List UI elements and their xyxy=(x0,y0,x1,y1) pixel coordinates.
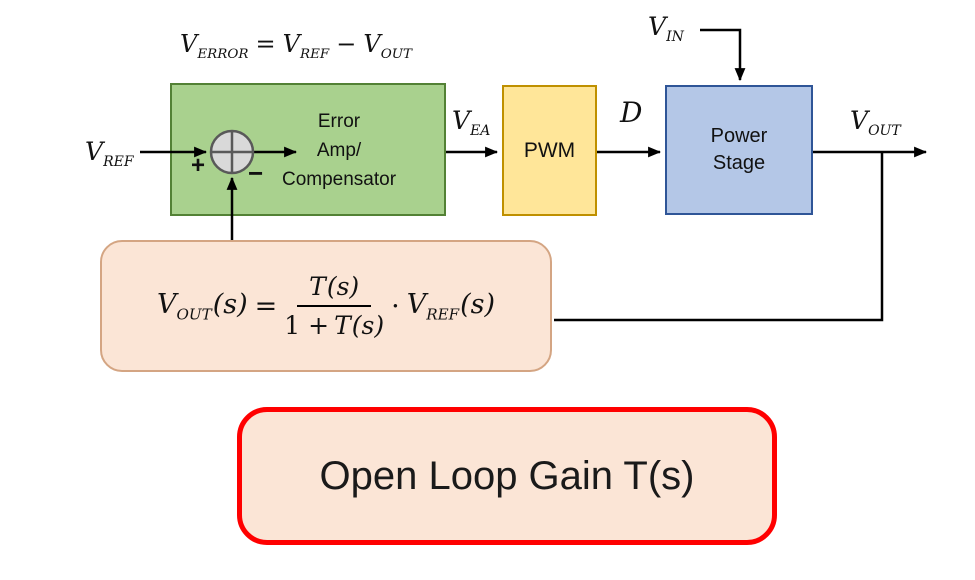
vea-sub: EA xyxy=(470,123,491,139)
vout-label: VOUT xyxy=(850,106,901,139)
rhs-arg: (s) xyxy=(460,288,496,320)
den-base: T xyxy=(334,311,351,340)
open-loop-gain-text: Open Loop Gain T(s) xyxy=(319,453,695,498)
formula-equals: = xyxy=(254,290,278,322)
lhs-arg: (s) xyxy=(212,288,248,320)
duty-label: D xyxy=(620,96,642,129)
rhs-base: V xyxy=(406,288,427,320)
num-base: T xyxy=(309,272,326,301)
error-amp-line1: Error xyxy=(317,111,361,132)
error-eq-s2: REF xyxy=(299,46,330,62)
error-amp-line2: Amp/ xyxy=(316,140,362,161)
pwm-label: PWM xyxy=(523,138,576,162)
vref-label: VREF xyxy=(85,137,134,170)
den-prefix: 1 + xyxy=(284,311,330,340)
fraction-numerator: T(s) xyxy=(297,272,372,307)
power-stage-line2: Stage xyxy=(712,152,766,174)
error-eq-minus: − xyxy=(336,30,357,58)
vin-wire xyxy=(700,28,746,82)
den-arg: (s) xyxy=(351,311,385,340)
power-stage-line1: Power xyxy=(710,125,768,147)
vout-sub: OUT xyxy=(868,123,901,139)
error-eq-v1: V xyxy=(180,30,198,58)
error-eq-v2: V xyxy=(282,30,300,58)
formula-dot: · xyxy=(391,290,400,322)
error-eq-v3: V xyxy=(363,30,381,58)
formula-rhs: VREF(s) xyxy=(407,289,495,323)
vref-base: V xyxy=(85,137,104,166)
vin-sub: IN xyxy=(666,29,684,45)
summing-plus-sign: + xyxy=(191,152,206,179)
num-arg: (s) xyxy=(326,272,360,301)
error-amp-block: Error Amp/ Compensator xyxy=(170,83,446,216)
vin-label: VIN xyxy=(648,12,684,45)
lhs-sub: OUT xyxy=(176,305,212,324)
vea-label: VEA xyxy=(452,106,490,139)
formula-lhs: VOUT(s) xyxy=(157,289,248,323)
duty-text: D xyxy=(620,96,643,129)
power-stage-block: Power Stage xyxy=(665,85,813,215)
lhs-base: V xyxy=(156,288,177,320)
closed-loop-formula-box: VOUT(s) = T(s) 1 +T(s) · VREF(s) xyxy=(100,240,552,372)
transfer-fraction: T(s) 1 +T(s) xyxy=(284,272,384,340)
error-eq-equals: = xyxy=(255,30,276,58)
open-loop-gain-callout: Open Loop Gain T(s) xyxy=(237,407,777,545)
vea-base: V xyxy=(452,106,471,135)
error-eq-s3: OUT xyxy=(380,46,413,62)
error-equation: VERROR=VREF−VOUT xyxy=(180,30,412,62)
error-amp-line3: Compensator xyxy=(281,169,397,190)
vref-sub: REF xyxy=(103,154,134,170)
fraction-denominator: 1 +T(s) xyxy=(284,307,384,340)
vin-base: V xyxy=(648,12,667,41)
closed-loop-equation: VOUT(s) = T(s) 1 +T(s) · VREF(s) xyxy=(157,272,495,340)
rhs-sub: REF xyxy=(426,305,460,324)
vout-base: V xyxy=(850,106,869,135)
pwm-block: PWM xyxy=(502,85,597,216)
summing-minus-sign: − xyxy=(248,158,264,188)
error-amp-label: Error Amp/ Compensator xyxy=(234,107,444,194)
error-eq-s1: ERROR xyxy=(197,46,249,62)
